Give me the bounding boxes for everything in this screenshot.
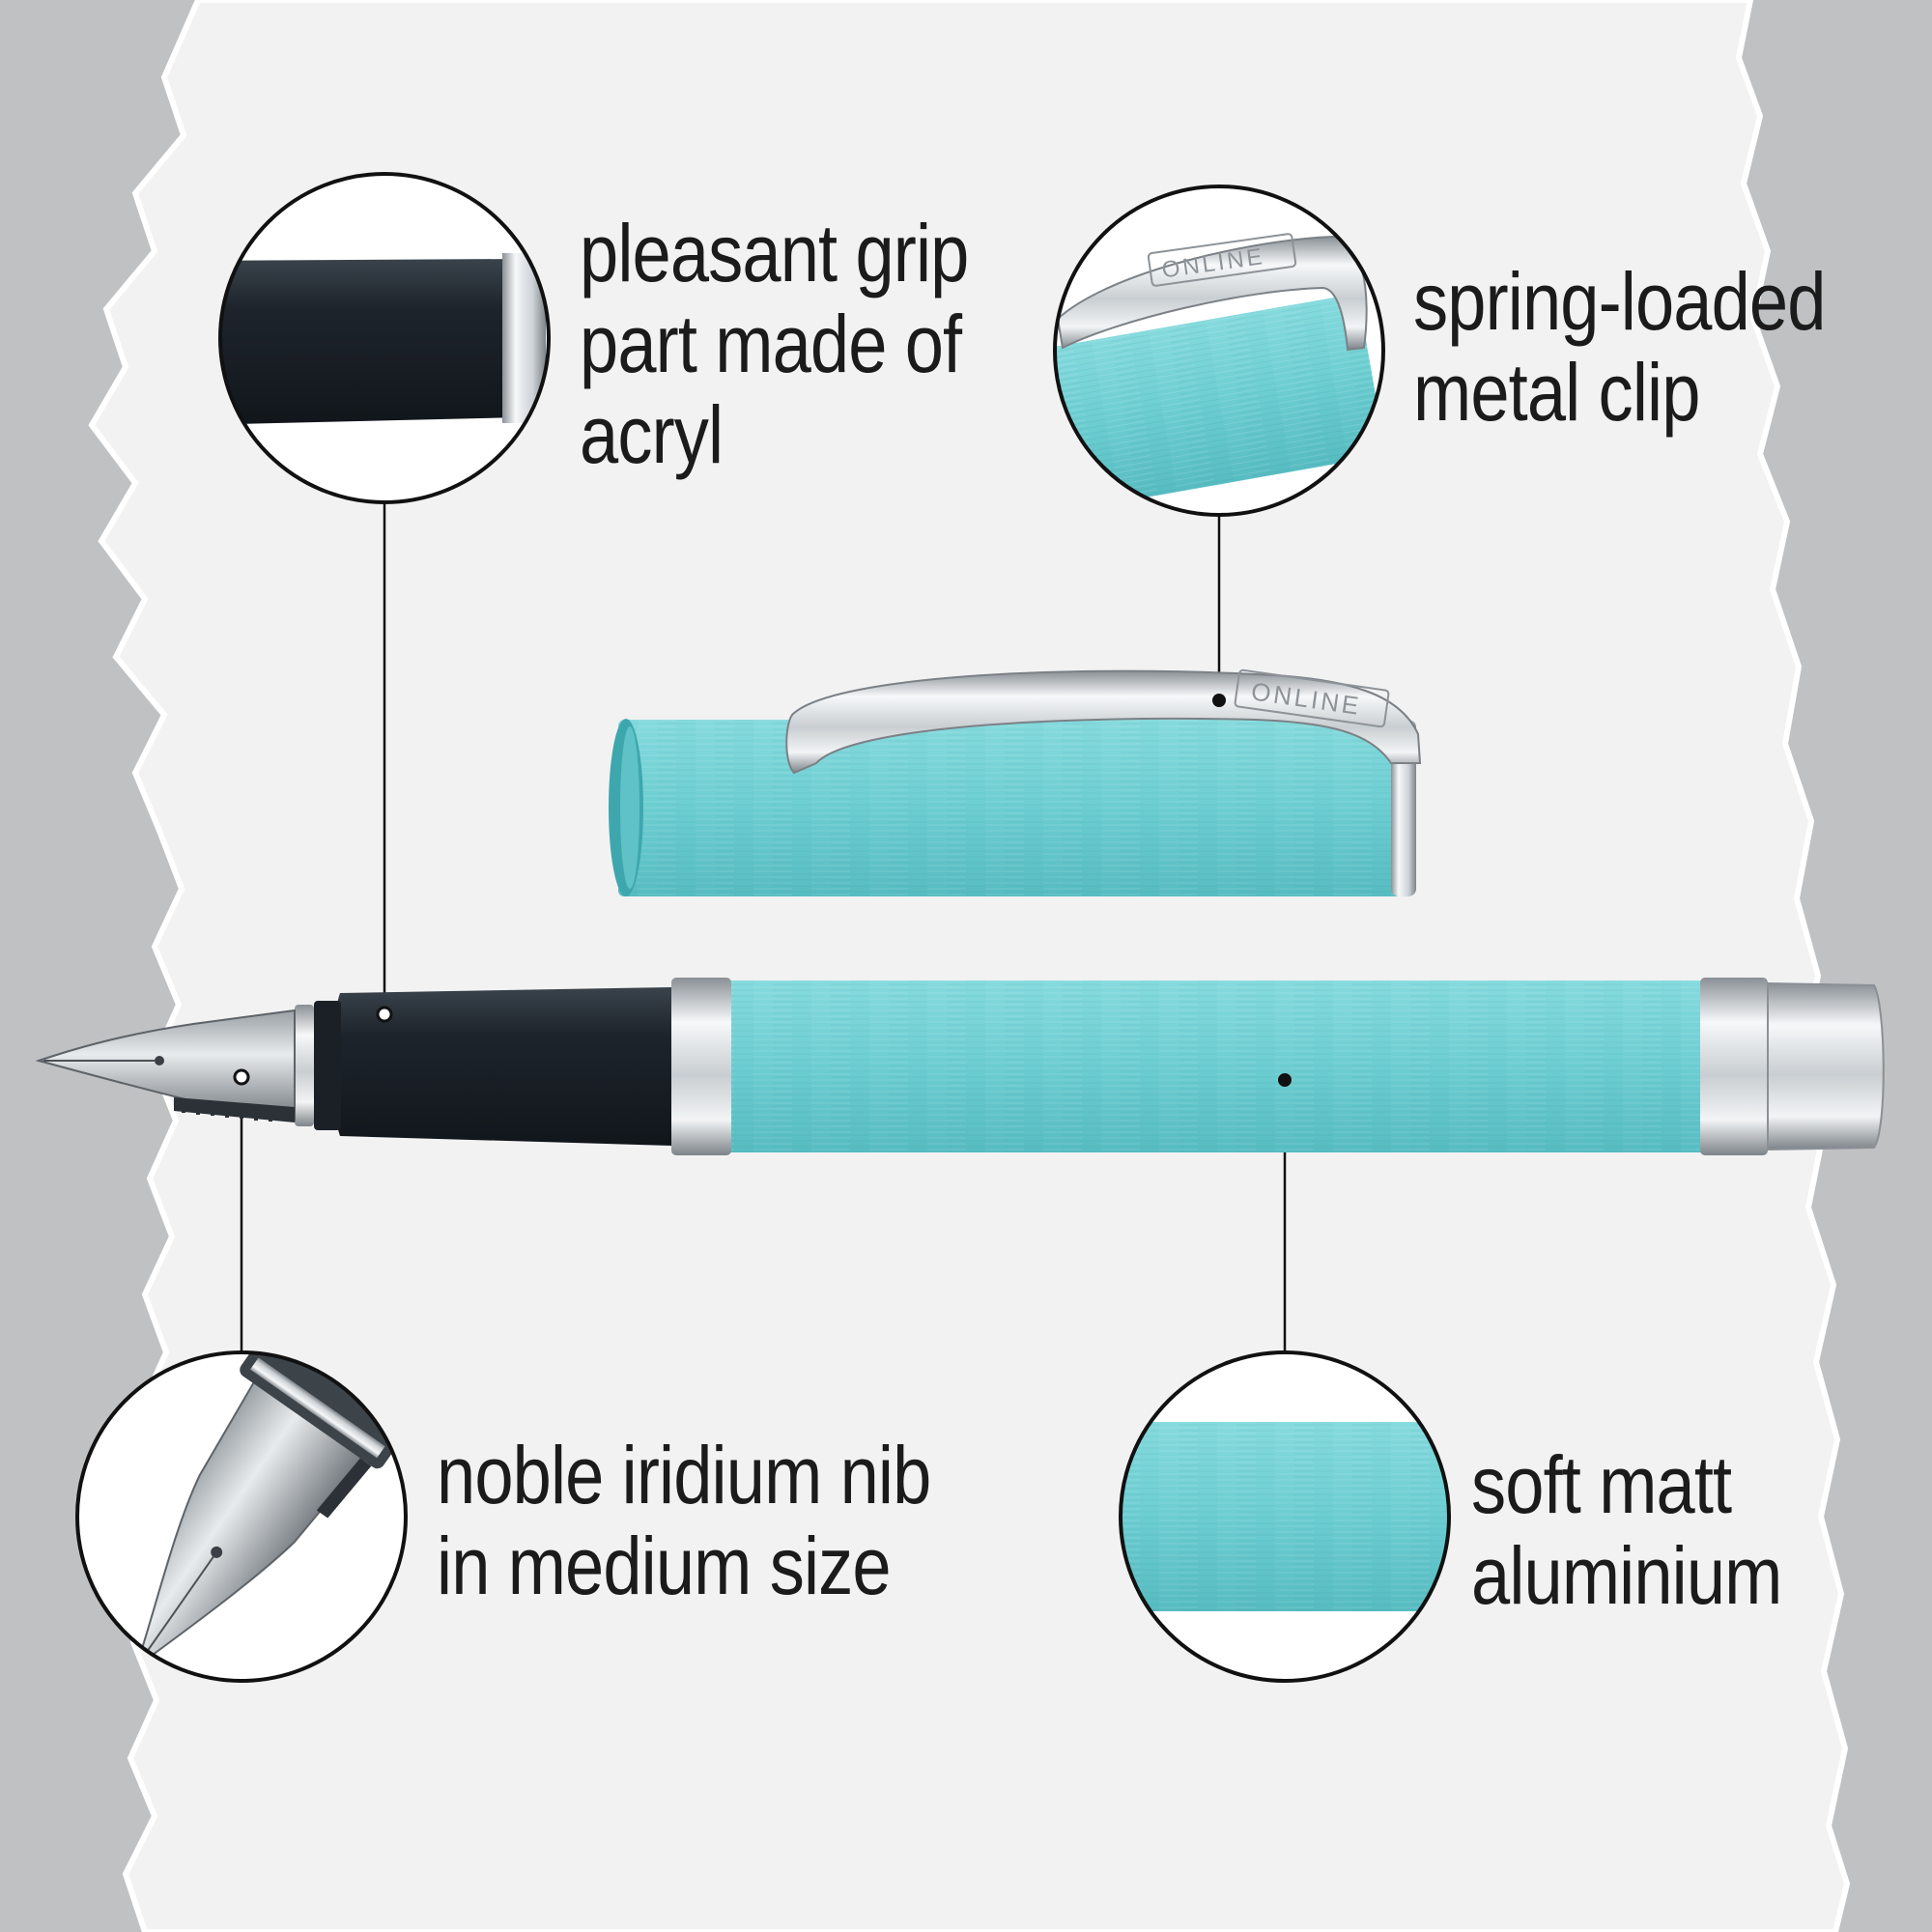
pen-barrel <box>671 978 1885 1155</box>
callout-body-line-1: soft matt <box>1471 1439 1732 1530</box>
callout-grip-line-3: acryl <box>580 389 724 480</box>
callout-body-text: soft matt aluminium <box>1471 1439 1782 1621</box>
grip-zoom-icon <box>218 172 551 504</box>
callout-grip-line-2: part made of <box>580 298 962 389</box>
callout-clip-text: spring-loaded metal clip <box>1413 256 1826 438</box>
metal-clip <box>785 669 1422 775</box>
pen-grip <box>295 987 671 1146</box>
callout-nib-line-2: in medium size <box>437 1520 892 1611</box>
callout-nib-text: noble iridium nib in medium size <box>437 1430 931 1611</box>
callout-grip-line-1: pleasant grip <box>580 208 969 298</box>
callout-clip-line-2: metal clip <box>1413 347 1700 438</box>
callout-nib-line-1: noble iridium nib <box>437 1430 931 1520</box>
callout-grip-text: pleasant grip part made of acryl <box>580 208 969 480</box>
nib-zoom-icon <box>75 1350 408 1683</box>
pen-cap: ONLINE <box>609 668 1422 896</box>
pen-nib <box>35 1009 296 1122</box>
callout-body-line-2: aluminium <box>1471 1530 1782 1621</box>
clip-zoom-icon: ONLINE <box>1053 185 1385 517</box>
callout-clip-line-1: spring-loaded <box>1413 256 1826 347</box>
barrel-zoom-icon <box>1119 1350 1451 1683</box>
